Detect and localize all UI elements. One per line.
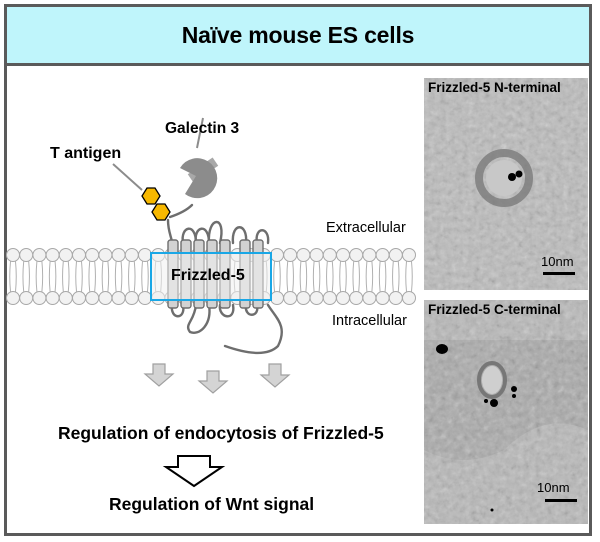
lipid-tail (101, 261, 110, 292)
micrograph-n-terminal-title: Frizzled-5 N-terminal (428, 80, 561, 95)
lipid-head (124, 291, 139, 305)
lipid-head (296, 248, 311, 262)
lipid-tail (286, 261, 294, 292)
lipid-head (72, 248, 86, 262)
lipid-tail (48, 261, 57, 292)
lipid-tail (326, 261, 334, 292)
lipid-head (402, 248, 416, 262)
galectin-3-icon (180, 157, 219, 199)
t-antigen-label: T antigen (50, 145, 122, 162)
lipid-head (111, 248, 126, 262)
micrograph-n-terminal: Frizzled-5 N-terminal 10nm (424, 78, 588, 290)
lipid-head (309, 248, 324, 262)
down-arrow-icon (143, 363, 175, 387)
lipid-tail (365, 261, 374, 292)
lipid-tail (9, 261, 17, 292)
lipid-tail (128, 261, 136, 292)
page-title: Naïve mouse ES cells (181, 21, 415, 48)
lipid-head (375, 248, 390, 262)
outline-down-arrow-icon (162, 455, 226, 488)
scale-bar-label: 10nm (541, 254, 574, 269)
lipid-head (388, 248, 403, 262)
extracellular-label: Extracellular (326, 220, 406, 236)
lipid-head (19, 248, 34, 262)
micrograph-c-terminal-title: Frizzled-5 C-terminal (428, 302, 561, 317)
lipid-head (322, 291, 337, 305)
micrograph-texture (424, 78, 588, 290)
lipid-tail (299, 261, 308, 292)
lipid-tail (405, 261, 413, 292)
lipid-tail (114, 261, 123, 292)
galectin-pointer-line (196, 117, 204, 149)
lipid-head (309, 291, 324, 305)
lipid-head (6, 291, 20, 305)
lipid-head (349, 291, 364, 305)
lipid-head (349, 248, 364, 262)
lipid-tail (339, 261, 347, 292)
lipid-head (375, 291, 390, 305)
galectin-3-label: Galectin 3 (165, 120, 240, 137)
wnt-regulation-label: Regulation of Wnt signal (109, 494, 315, 514)
lipid-head (336, 248, 350, 262)
lipid-head (32, 291, 47, 305)
lipid-head (336, 291, 350, 305)
lipid-head (270, 291, 284, 305)
lipid-head (85, 248, 100, 262)
scale-bar (545, 499, 577, 502)
down-arrow-icon (259, 363, 291, 388)
lipid-tail (22, 261, 30, 292)
lipid-head (85, 291, 100, 305)
lipid-head (138, 291, 152, 305)
lipid-tail (75, 261, 83, 292)
lipid-head (362, 291, 377, 305)
lipid-head (98, 291, 113, 305)
lipid-head (283, 291, 298, 305)
t-antigen-icon (141, 187, 171, 221)
lipid-head (58, 248, 73, 262)
lipid-head (124, 248, 139, 262)
header-banner: Naïve mouse ES cells (4, 4, 592, 66)
lipid-tail (392, 261, 400, 292)
lipid-head (283, 248, 298, 262)
lipid-head (58, 291, 73, 305)
frizzled-5-label: Frizzled-5 (171, 267, 245, 284)
lipid-head (19, 291, 34, 305)
lipid-head (388, 291, 403, 305)
lipid-tail (35, 261, 44, 292)
t-antigen-pointer-line (112, 163, 143, 191)
lipid-head (32, 248, 47, 262)
lipid-tail (312, 261, 321, 292)
micrograph-texture (424, 300, 588, 524)
endocytosis-regulation-label: Regulation of endocytosis of Frizzled-5 (58, 423, 384, 443)
lipid-head (296, 291, 311, 305)
scale-bar-label: 10nm (537, 480, 570, 495)
lipid-head (138, 248, 152, 262)
lipid-tail (273, 261, 281, 292)
lipid-head (111, 291, 126, 305)
scale-bar (543, 272, 575, 275)
down-arrow-icon (197, 370, 229, 394)
lipid-tail (352, 261, 360, 292)
lipid-head (45, 248, 60, 262)
lipid-head (45, 291, 60, 305)
lipid-tail (141, 261, 149, 292)
lipid-tail (378, 261, 387, 292)
lipid-tail (88, 261, 96, 292)
lipid-head (6, 248, 20, 262)
frizzled-5-label-box (150, 252, 272, 301)
micrograph-c-terminal: Frizzled-5 C-terminal 10nm (424, 300, 588, 524)
lipid-tail (62, 261, 70, 292)
intracellular-label: Intracellular (332, 313, 407, 329)
lipid-head (72, 291, 86, 305)
lipid-head (98, 248, 113, 262)
lipid-head (270, 248, 284, 262)
lipid-head (322, 248, 337, 262)
lipid-head (402, 291, 416, 305)
lipid-head (362, 248, 377, 262)
